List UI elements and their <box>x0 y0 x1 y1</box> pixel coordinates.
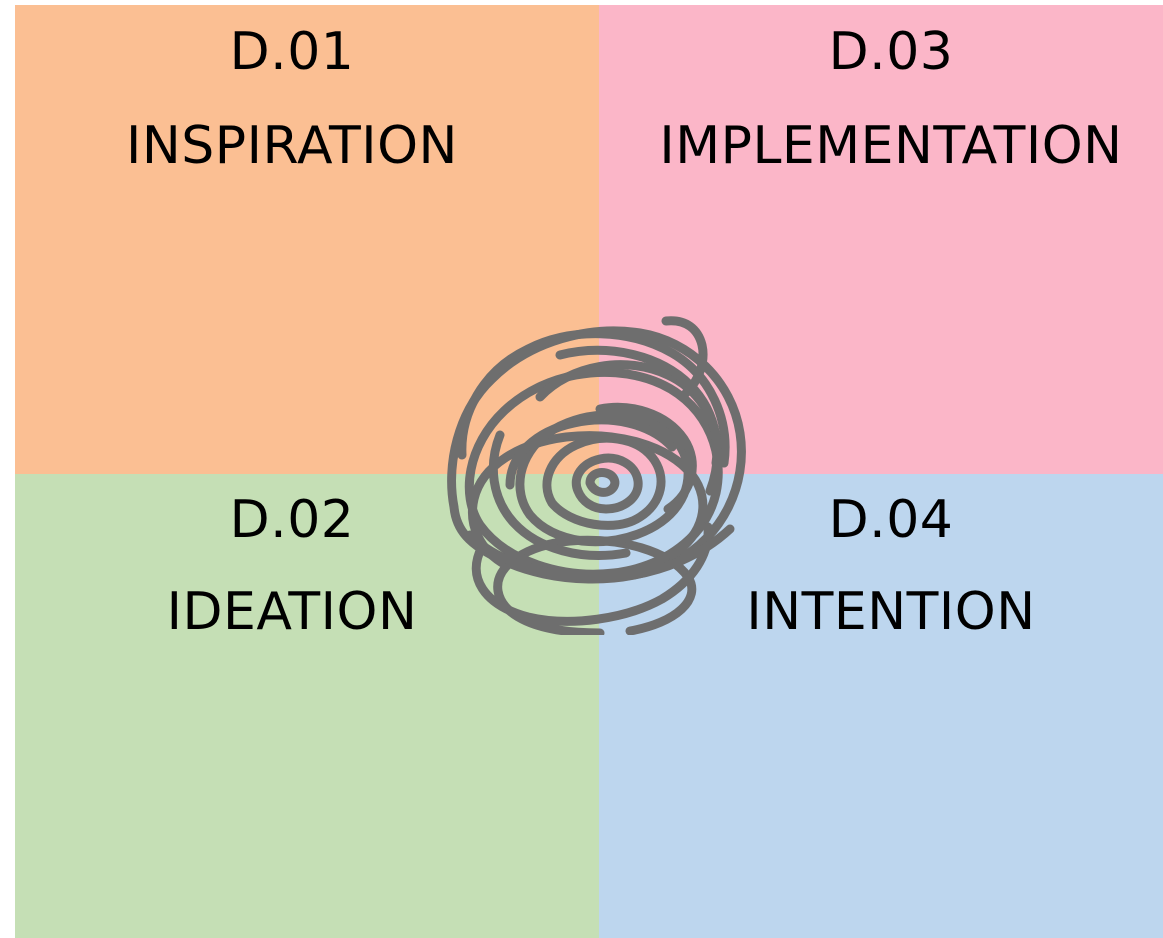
quadrant-code: D.04 <box>828 490 954 550</box>
quadrant-code: D.02 <box>229 490 355 550</box>
quadrant-title: INTENTION <box>746 582 1036 642</box>
quadrant-title: IMPLEMENTATION <box>659 116 1123 176</box>
quadrant-inspiration: D.01 INSPIRATION <box>15 5 599 474</box>
quadrant-title: IDEATION <box>166 582 418 642</box>
quadrant-code: D.01 <box>229 22 355 82</box>
scribble-knot-icon <box>447 316 746 635</box>
quadrant-title: INSPIRATION <box>126 116 458 176</box>
quadrant-code: D.03 <box>828 22 954 82</box>
